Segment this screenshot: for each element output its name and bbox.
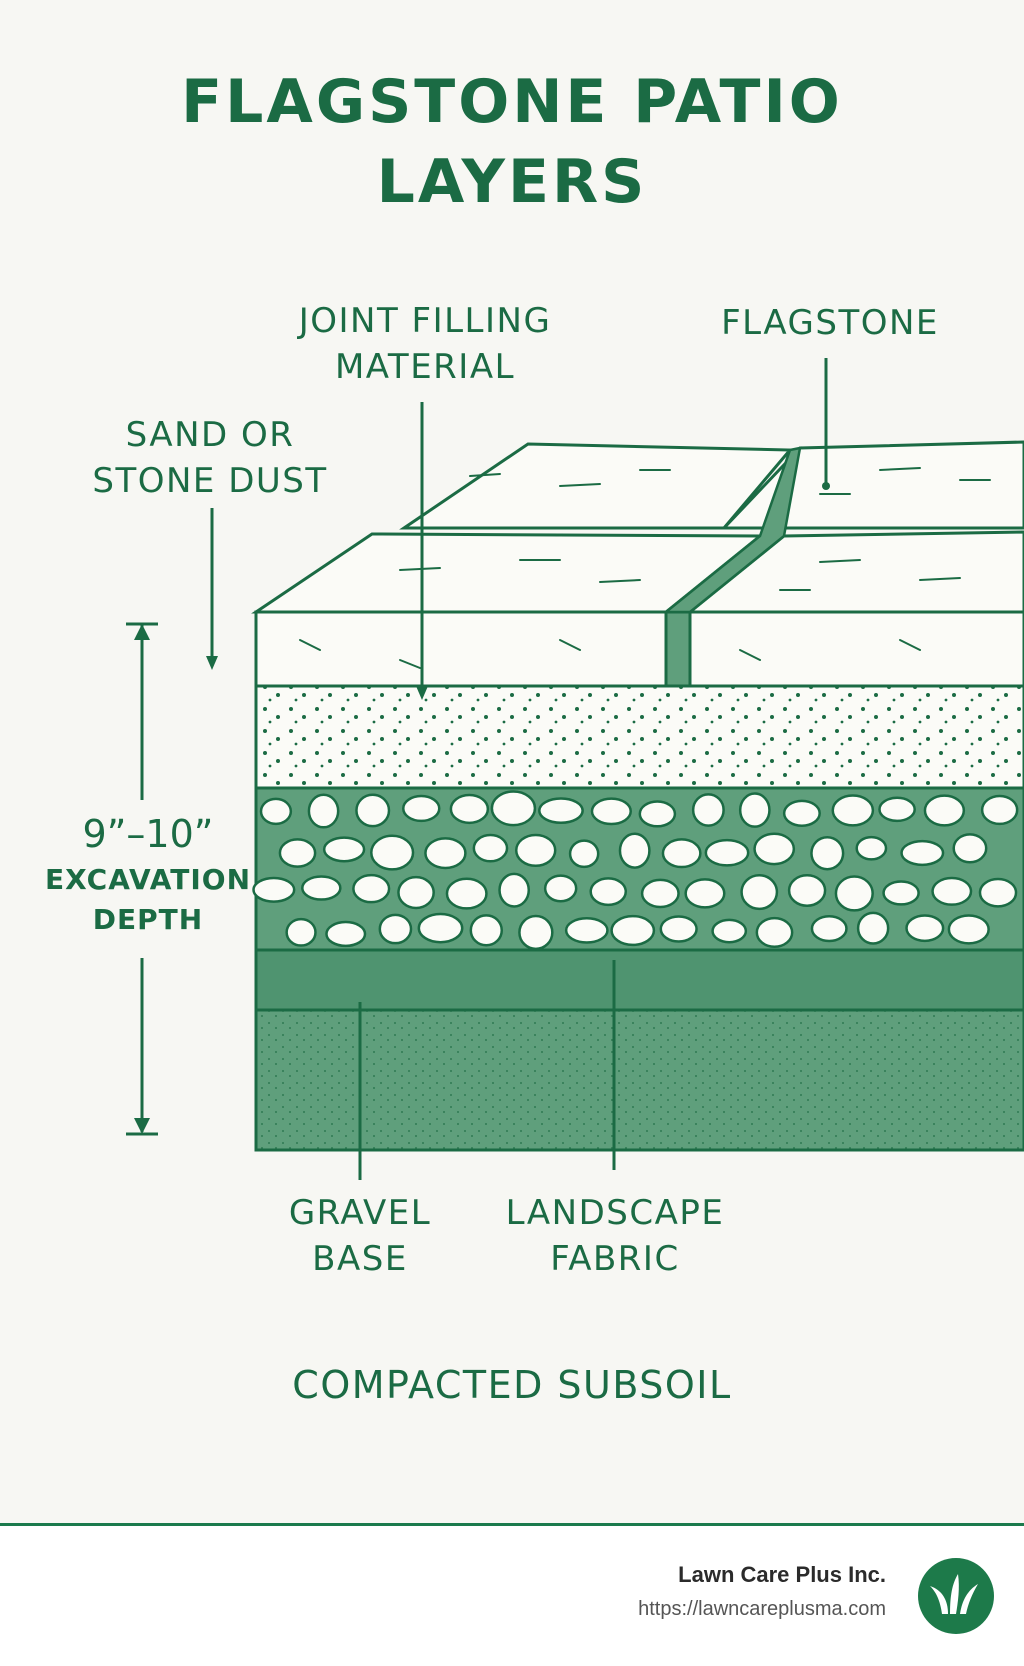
gravel-stone — [905, 914, 945, 943]
gravel-stone — [661, 838, 702, 869]
footer — [0, 1526, 1024, 1666]
gravel-stone — [355, 793, 391, 828]
gravel-stone — [538, 797, 584, 825]
gravel-stone — [691, 793, 725, 827]
sand-layer — [254, 684, 1024, 790]
gravel-stone — [711, 918, 748, 944]
gravel-stone — [831, 794, 875, 827]
title-line-2: LAYERS — [376, 147, 648, 217]
gravel-stone — [931, 876, 973, 906]
gravel-stone — [952, 833, 988, 864]
gravel-stone — [417, 912, 464, 944]
gravel-stone — [278, 838, 317, 868]
gravel-stone — [782, 799, 821, 827]
depth-line-2: DEPTH — [92, 903, 204, 936]
gravel-stone — [449, 793, 490, 825]
gravel-stone — [640, 878, 680, 909]
flagstone-dot — [822, 482, 830, 490]
gravel-stone — [445, 877, 488, 910]
gravel-stone — [285, 917, 317, 947]
gravel-stone — [923, 794, 966, 827]
gravel-stone — [787, 874, 827, 907]
title-line-1: FLAGSTONE PATIO — [181, 67, 843, 137]
gravel-stone — [469, 914, 504, 947]
gravel-base-label: GRAVEL BASE — [288, 1193, 432, 1279]
gravel-stone — [498, 872, 531, 908]
gravel-stone — [325, 920, 367, 948]
depth-arrow-down — [134, 1118, 150, 1134]
gravel-stone — [518, 914, 554, 951]
gravel-stone — [834, 875, 874, 912]
gravel-stone — [472, 833, 509, 863]
gravel-stone — [900, 839, 945, 867]
gravel-stone — [878, 796, 916, 823]
gravel-stone — [397, 875, 435, 910]
gravel-stone — [855, 835, 888, 861]
gravel-stone — [301, 875, 342, 901]
gravel-stone — [704, 838, 750, 867]
gravel-stone — [882, 880, 920, 906]
joint-top — [662, 446, 802, 614]
depth-arrow-up — [134, 624, 150, 640]
gravel-stone — [543, 874, 578, 903]
depth-value: 9”–10” — [82, 812, 214, 856]
gravel-stone — [590, 797, 632, 826]
brand-url[interactable]: https://lawncareplusma.com — [638, 1598, 886, 1620]
gravel-stone — [738, 792, 771, 828]
flagstone-top-back-left — [399, 442, 794, 530]
stone-texture — [299, 467, 991, 669]
footer-divider — [0, 1523, 1024, 1526]
gravel-stone — [589, 877, 628, 907]
page-title: FLAGSTONE PATIO LAYERS — [0, 62, 1024, 222]
landscape-fabric-label: LANDSCAPE FABRIC — [505, 1193, 725, 1279]
flagstone-front-left — [254, 610, 668, 688]
gravel-stone — [856, 911, 890, 945]
gravel-stone — [402, 794, 441, 823]
sand-arrow-head — [206, 656, 218, 670]
gravel-stone — [684, 878, 726, 909]
gravel-stone — [514, 833, 557, 868]
gravel-stone — [370, 834, 415, 871]
flagstone-top-back-right — [720, 440, 1024, 530]
gravel-stones — [252, 790, 1019, 951]
gravel-stone — [252, 876, 296, 903]
gravel-stone — [753, 832, 796, 866]
depth-line-1: EXCAVATION — [44, 863, 252, 896]
gravel-stone — [564, 917, 609, 944]
gravel-stone — [810, 835, 845, 871]
flagstone-front-right — [688, 610, 1024, 688]
joint-filling-label: JOINT FILLING MATERIAL — [298, 301, 552, 387]
gravel-stone — [740, 874, 779, 911]
gravel-stone — [424, 837, 467, 870]
subsoil-layer — [254, 1008, 1024, 1152]
gravel-stone — [638, 800, 677, 828]
gravel-stone — [980, 794, 1019, 826]
gravel-stone — [322, 836, 366, 863]
excavation-depth-label: 9”–10” EXCAVATION DEPTH — [38, 808, 258, 940]
gravel-stone — [307, 793, 340, 829]
gravel-stone — [490, 790, 537, 827]
sand-label: SAND OR STONE DUST — [92, 415, 328, 501]
grass-leaf-icon — [918, 1558, 994, 1634]
flagstone-label: FLAGSTONE — [721, 303, 939, 343]
brand-name: Lawn Care Plus Inc. — [678, 1562, 886, 1587]
gravel-stone — [610, 914, 656, 947]
joint-arrow-head — [416, 686, 428, 700]
gravel-stone — [755, 916, 794, 949]
fabric-layer — [254, 948, 1024, 1012]
gravel-stone — [259, 797, 293, 826]
gravel-stone — [810, 915, 848, 943]
compacted-subsoil-label: COMPACTED SUBSOIL — [292, 1363, 732, 1407]
gravel-stone — [568, 839, 600, 869]
gravel-stone — [978, 877, 1018, 908]
gravel-stone — [378, 913, 413, 945]
gravel-stone — [659, 915, 698, 943]
gravel-stone — [947, 914, 990, 945]
gravel-stone — [618, 832, 651, 869]
gravel-stone — [352, 873, 391, 904]
joint-front — [664, 610, 692, 688]
